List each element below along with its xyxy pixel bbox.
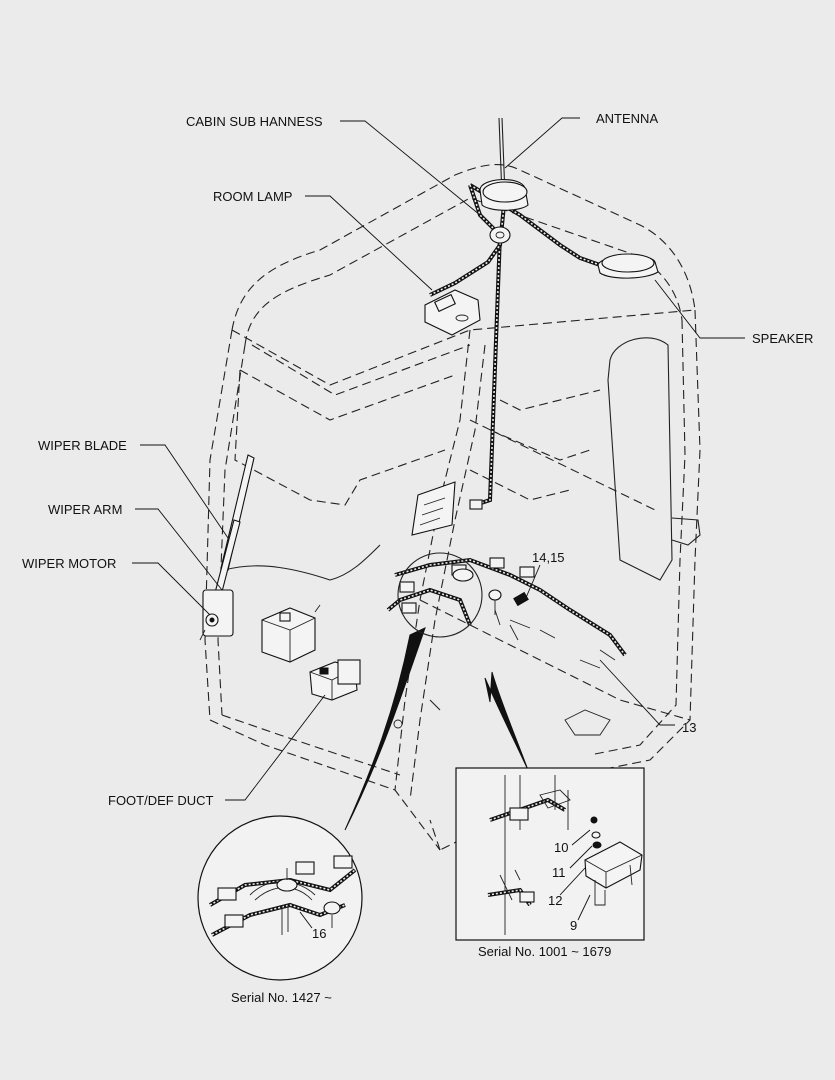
detail-pointer-arrows [344, 627, 529, 831]
speaker-part [479, 178, 659, 279]
room-lamp-part [424, 289, 481, 336]
caption-serial-1001-1679: Serial No. 1001 ~ 1679 [478, 944, 611, 959]
wiring-harness [386, 183, 627, 669]
zoom-source-circle [397, 552, 483, 638]
label-part-9: 9 [570, 918, 577, 933]
label-antenna: ANTENNA [596, 111, 658, 126]
wiper-assembly [199, 454, 255, 641]
label-part-11: 11 [552, 865, 566, 880]
label-part-10: 10 [554, 840, 568, 855]
label-room-lamp: ROOM LAMP [213, 189, 292, 204]
callout-labels: CABIN SUB HANNESS ANTENNA ROOM LAMP SPEA… [22, 111, 813, 1005]
label-part-16: 16 [312, 926, 326, 941]
label-foot-def-duct: FOOT/DEF DUCT [108, 793, 213, 808]
detail-circle-view [197, 815, 363, 981]
harness-connectors [399, 499, 535, 615]
label-part-12: 12 [548, 893, 562, 908]
label-part-14-15: 14,15 [532, 550, 565, 565]
detail-box-view [455, 767, 645, 941]
label-part-13: 13 [682, 720, 696, 735]
label-wiper-blade: WIPER BLADE [38, 438, 127, 453]
harness-grommet [489, 226, 511, 244]
label-wiper-arm: WIPER ARM [48, 502, 122, 517]
cabin-outline [204, 164, 701, 851]
switch-panel [411, 481, 456, 536]
foot-def-duct-part [309, 659, 361, 701]
label-cabin-sub-harness: CABIN SUB HANNESS [186, 114, 323, 129]
washer-tank [261, 604, 321, 663]
label-wiper-motor: WIPER MOTOR [22, 556, 116, 571]
label-speaker: SPEAKER [752, 331, 813, 346]
leader-lines [132, 117, 745, 801]
caption-serial-1427: Serial No. 1427 ~ [231, 990, 332, 1005]
